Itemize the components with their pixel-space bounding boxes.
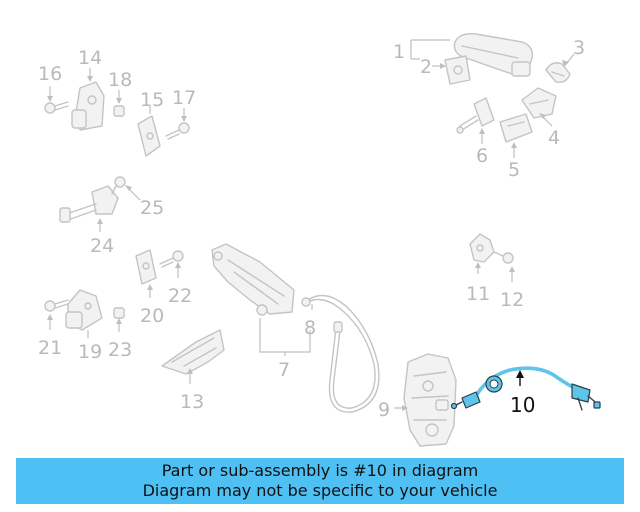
callout-21: 21 [38,337,62,359]
callout-4: 4 [548,127,560,149]
callout-22: 22 [168,285,192,307]
part-7-inside-handle[interactable] [211,243,295,316]
callout-5: 5 [508,159,520,181]
callout-13: 13 [180,391,204,413]
info-banner-bg [16,458,624,504]
callout-8: 8 [304,317,316,339]
callout-11: 11 [466,283,490,305]
part-18-nut[interactable] [113,105,125,117]
part-12-bolt[interactable] [493,251,514,264]
callout-16: 16 [38,63,62,85]
part-23-nut[interactable] [113,307,125,319]
callout-18: 18 [108,69,132,91]
callout-10: 10 [510,393,535,417]
callout-6: 6 [476,145,488,167]
part-8-release-cable[interactable] [301,294,380,413]
part-17-bolt[interactable] [165,122,190,140]
callout-2: 2 [420,56,432,78]
callout-19: 19 [78,341,102,363]
info-banner-line-2: Diagram may not be specific to your vehi… [142,481,498,500]
part-16-bolt[interactable] [44,101,69,114]
part-24-door-check[interactable] [59,185,119,223]
part-6-lock-cylinder[interactable] [456,97,495,134]
callout-9: 9 [378,399,390,421]
callout-12: 12 [500,289,524,311]
callout-7: 7 [278,359,290,381]
info-banner-line-1: Part or sub-assembly is #10 in diagram [161,461,479,480]
part-20-bracket[interactable] [135,249,157,285]
part-25-bolt[interactable] [111,176,126,195]
part-9-door-latch[interactable] [403,353,457,447]
part-1-outside-handle[interactable] [453,32,533,77]
callout-25: 25 [140,197,164,219]
callout-14: 14 [78,47,102,69]
part-4-handle-base[interactable] [521,87,557,119]
part-15-bracket[interactable] [137,115,161,157]
part-13-trim-bracket[interactable] [161,329,225,375]
part-21-bolt[interactable] [44,299,69,312]
callout-15: 15 [140,89,164,111]
part-5-handle-gasket[interactable] [499,113,533,143]
part-11-striker-plate[interactable] [469,233,495,263]
callout-1: 1 [393,41,405,63]
part-10-latch-cable[interactable] [450,366,601,411]
callout-17: 17 [172,87,196,109]
part-22-bolt[interactable] [159,250,184,268]
part-2-handle-bracket[interactable] [444,55,471,85]
part-19-lower-hinge[interactable] [65,289,103,331]
part-14-door-hinge[interactable] [71,81,105,131]
callout-24: 24 [90,235,114,257]
info-banner: Part or sub-assembly is #10 in diagram D… [16,458,624,504]
part-3-handle-cap[interactable] [545,62,571,84]
callout-20: 20 [140,305,164,327]
callout-23: 23 [108,339,132,361]
callout-3: 3 [573,37,585,59]
